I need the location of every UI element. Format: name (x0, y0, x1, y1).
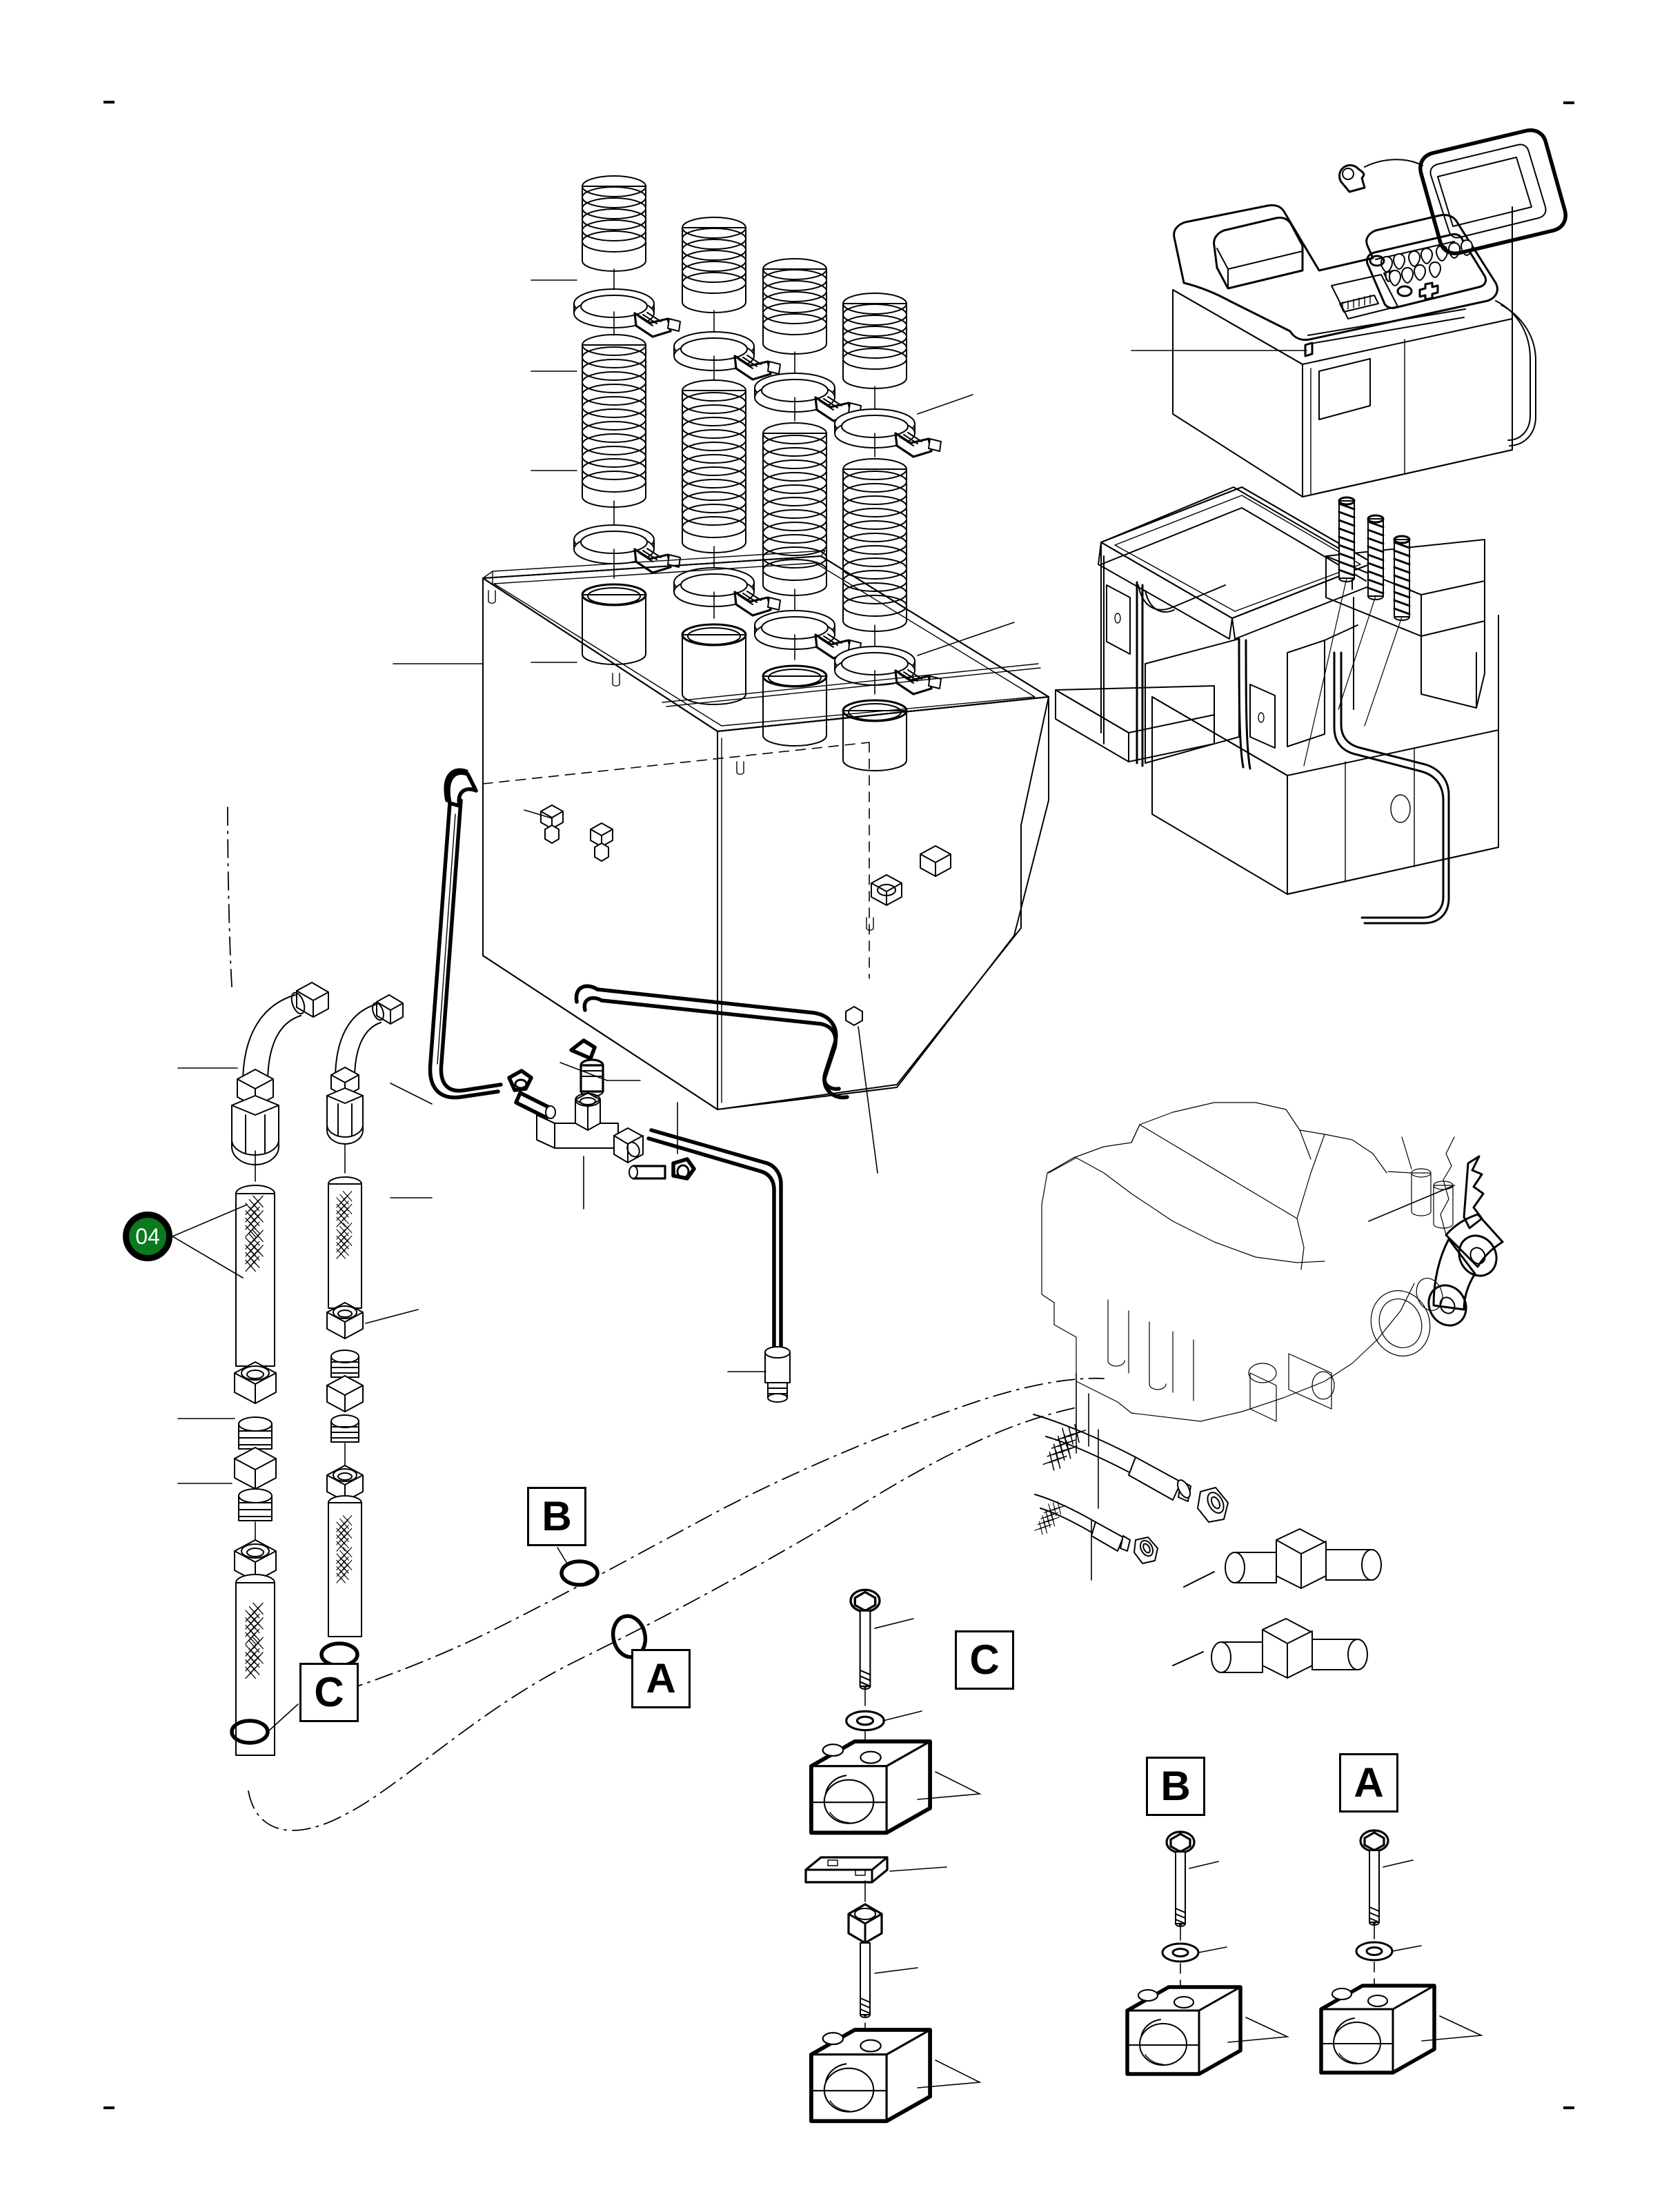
callout-label: A (646, 1655, 676, 1701)
hose-stack-4 (833, 293, 942, 771)
index-bubble-label: 04 (135, 1224, 160, 1249)
hose-end-pair-right (1033, 1393, 1382, 1679)
callout-a-hose-left[interactable]: A (631, 1649, 691, 1708)
callout-a-clamp[interactable]: A (1339, 1753, 1398, 1813)
callout-label: B (542, 1493, 572, 1539)
callout-label: C (969, 1637, 1000, 1683)
tee-valve-block (507, 1038, 696, 1209)
reg-tick-bottom-right (1563, 2106, 1574, 2109)
cab-frame (1055, 486, 1499, 925)
callout-b-hose-left[interactable]: B (527, 1487, 586, 1546)
hose-assembly-left-b (319, 994, 433, 1690)
reg-tick-top-left (103, 101, 115, 103)
clamp-assembly-c (804, 1590, 982, 2121)
hose-assembly-left-a (177, 982, 329, 1756)
route-line-2 (344, 1377, 1105, 1691)
clamp-assembly-a (1321, 1830, 1484, 2073)
callout-c-clamp-stack[interactable]: C (955, 1630, 1014, 1690)
hose-stack-3 (753, 258, 862, 747)
index-bubble-04[interactable]: 04 (123, 1212, 172, 1261)
reg-tick-bottom-left (103, 2106, 115, 2109)
callout-label: A (1354, 1759, 1384, 1806)
callout-b-clamp[interactable]: B (1146, 1757, 1205, 1816)
callout-label: C (314, 1669, 344, 1715)
route-line-1 (248, 1407, 1077, 1831)
clamp-assembly-b (1127, 1832, 1290, 2074)
engine-block (1041, 1102, 1504, 1422)
callout-c-hose-left[interactable]: C (299, 1663, 359, 1722)
control-console (1131, 128, 1567, 497)
hose-stack-1 (573, 175, 682, 665)
callout-label: B (1160, 1763, 1191, 1809)
rigid-tube-runs (428, 768, 878, 1403)
manifold-tank (393, 550, 1049, 1110)
reg-tick-top-right (1563, 101, 1574, 104)
route-line-3 (227, 807, 232, 987)
hose-stack-2 (673, 217, 782, 705)
